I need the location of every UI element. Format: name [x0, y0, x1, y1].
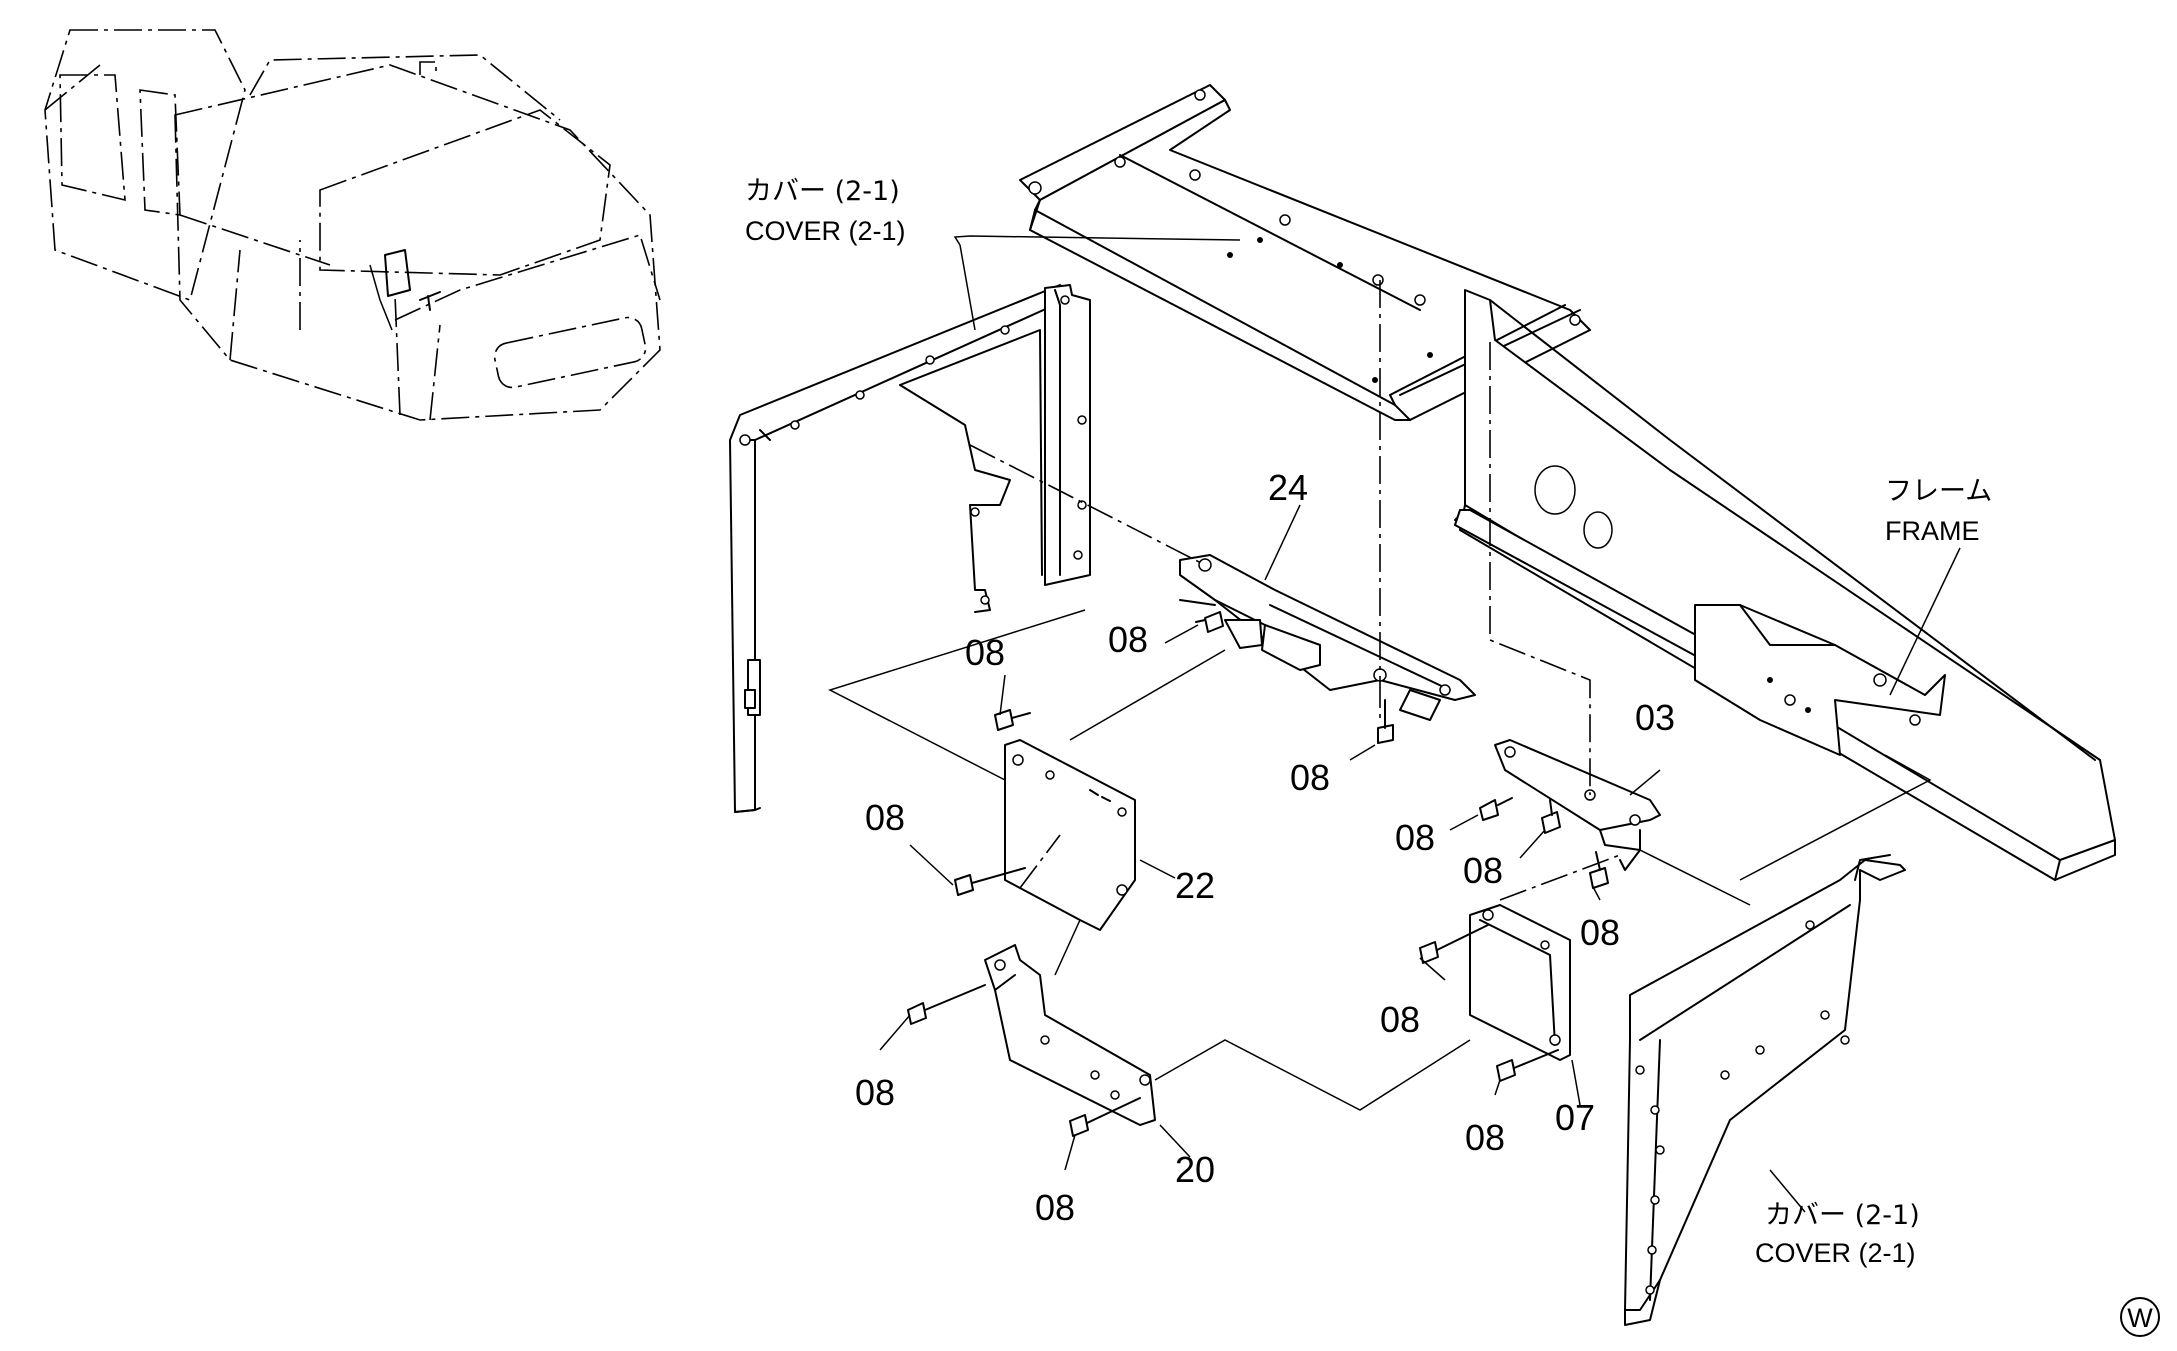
leaders	[879, 235, 1961, 1213]
part-24	[1179, 554, 1476, 721]
bolt	[994, 709, 1031, 731]
cover-top-jp-label: カバー (2-1)	[745, 176, 900, 207]
callout-24: 24	[1268, 467, 1308, 508]
w-mark-label: W	[2127, 1303, 2153, 1333]
bolt	[1377, 699, 1394, 744]
frame-jp-label: フレーム	[1885, 476, 1992, 507]
bolt	[1479, 797, 1513, 821]
callout-08: 08	[1035, 1187, 1075, 1228]
callout-08: 08	[1463, 850, 1503, 891]
callout-08: 08	[865, 797, 905, 838]
callout-22: 22	[1175, 865, 1215, 906]
callout-08: 08	[1580, 912, 1620, 953]
callout-07: 07	[1555, 1097, 1595, 1138]
frame	[1454, 289, 2116, 881]
bolt	[1496, 1049, 1559, 1082]
bolt	[1589, 851, 1609, 889]
callout-08: 08	[965, 632, 1005, 673]
callout-08: 08	[855, 1072, 895, 1113]
callout-08: 08	[1380, 999, 1420, 1040]
part-20	[984, 944, 1156, 1126]
left-cover	[729, 284, 1091, 813]
part-03	[1494, 739, 1661, 871]
top-cover-plate	[1019, 84, 1591, 421]
callout-08: 08	[1395, 817, 1435, 858]
bolt	[954, 867, 1026, 896]
labels: カバー (2-1) COVER (2-1) フレーム FRAME カバー (2-…	[745, 176, 1992, 1268]
bolt	[907, 984, 986, 1025]
cover-bottom-jp-label: カバー (2-1)	[1765, 1200, 1920, 1231]
bolt	[1419, 924, 1489, 964]
callout-20: 20	[1175, 1149, 1215, 1190]
callout-08: 08	[1465, 1117, 1505, 1158]
cover-top-en-label: COVER (2-1)	[745, 216, 906, 246]
bolt	[1195, 611, 1224, 633]
w-mark: W	[2120, 1297, 2160, 1337]
bolt	[1541, 799, 1561, 834]
bolt	[1069, 1097, 1141, 1137]
part-07	[1469, 904, 1571, 1061]
bolts	[907, 611, 1609, 1137]
machine-overview	[44, 29, 661, 421]
right-cover	[1624, 854, 1906, 1326]
assembly-lines	[828, 280, 1932, 1111]
callout-03: 03	[1635, 697, 1675, 738]
cover-bottom-en-label: COVER (2-1)	[1755, 1238, 1916, 1268]
callout-08: 08	[1108, 619, 1148, 660]
part-22	[1004, 739, 1136, 931]
frame-en-label: FRAME	[1885, 516, 1980, 546]
callout-08: 08	[1290, 757, 1330, 798]
